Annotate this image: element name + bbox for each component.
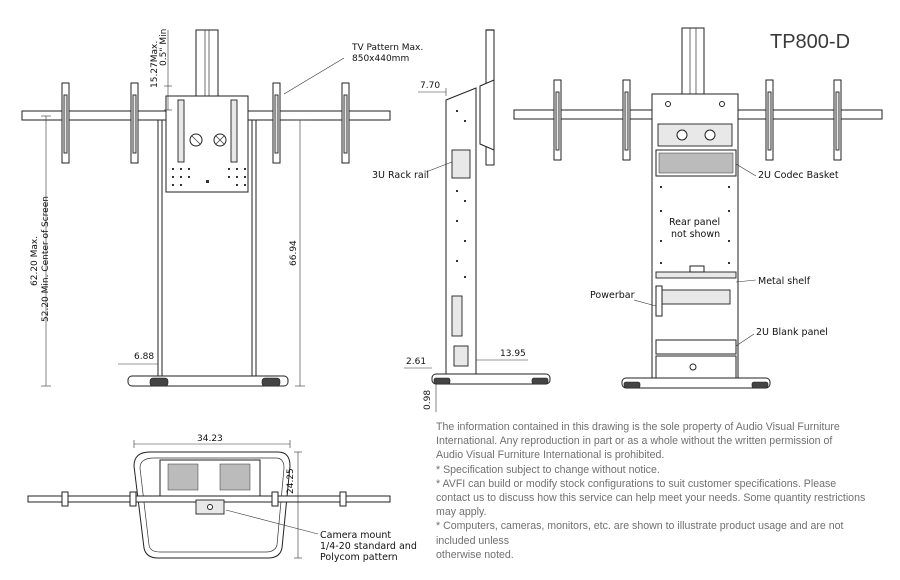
rear-blank-panel [655, 339, 737, 355]
metal-shelf-label: Metal shelf [758, 276, 811, 287]
side-rack-rail [451, 149, 471, 179]
side-view: 7.70 3U Rack rail 2.61 13.95 0.98 [372, 29, 551, 412]
rear-panel-label-1: Rear panel [669, 217, 720, 228]
note-line: contact us to discuss how this service c… [436, 492, 866, 505]
dim-center-min: 52.20 Min. Center of Screen [41, 196, 51, 322]
dim-center-max: 62.20 Max. [30, 236, 40, 286]
rear-metal-shelf [655, 271, 737, 279]
tv-pattern-label: TV Pattern Max. [351, 43, 423, 53]
rear-column [681, 27, 705, 95]
dim-base-leg: 6.88 [134, 352, 154, 362]
rear-base [621, 377, 771, 389]
dim-top-depth: 24.25 [286, 468, 296, 494]
note-line: included unless [436, 534, 510, 547]
dim-top-offset-min: 0.5" Min [159, 29, 169, 66]
top-view: 34.23 24.25 Camera mount 1/4-20 standard… [27, 434, 417, 563]
note-line: * AVFI can build or modify stock configu… [436, 477, 837, 490]
dim-foot-height: 0.98 [423, 390, 433, 410]
powerbar-label: Powerbar [590, 290, 635, 301]
front-left-leg [157, 119, 163, 379]
dim-height-total: 66.94 [289, 240, 299, 266]
camera-mount-label-3: Polycom pattern [320, 552, 398, 563]
front-right-leg [251, 119, 257, 379]
dim-foot-front: 2.61 [406, 357, 426, 367]
tv-pattern-size: 850x440mm [352, 54, 409, 64]
note-line: The information contained in this drawin… [436, 421, 840, 433]
front-view: 15.27Max. 0.5" Min 66.94 62.20 Max. 52.2… [21, 29, 423, 387]
front-vertical-brackets [61, 82, 350, 164]
rear-view: Rear panel not shown 2U Codec Basket Met… [513, 27, 883, 389]
rear-powerbar [659, 289, 731, 305]
note-line: Audio Visual Furniture International is … [436, 449, 665, 462]
model-title: TP800-D [770, 31, 850, 53]
legal-notes: The information contained in this drawin… [436, 420, 888, 562]
note-line: International. Any reproduction in part … [436, 435, 833, 448]
note-line: * Specification subject to change withou… [436, 463, 660, 476]
camera-mount-label-1: Camera mount [320, 530, 391, 541]
note-line: otherwise noted. [436, 548, 514, 561]
camera-mount-label-2: 1/4-20 standard and [320, 541, 417, 552]
dim-foot-depth: 13.95 [500, 349, 526, 359]
blank-panel-label: 2U Blank panel [756, 327, 828, 338]
dim-top-width: 34.23 [197, 434, 223, 444]
note-line: * Computers, cameras, monitors, etc. are… [436, 520, 844, 533]
side-base [431, 373, 551, 385]
dim-mount-depth: 7.70 [420, 81, 440, 91]
rear-panel-label-2: not shown [671, 229, 720, 240]
rack-rail-label: 3U Rack rail [372, 170, 429, 181]
codec-basket-label: 2U Codec Basket [758, 170, 839, 181]
rear-vertical-brackets [553, 79, 842, 161]
dim-top-offset: 15.27Max. [150, 41, 160, 88]
note-line: may apply. [436, 506, 487, 519]
